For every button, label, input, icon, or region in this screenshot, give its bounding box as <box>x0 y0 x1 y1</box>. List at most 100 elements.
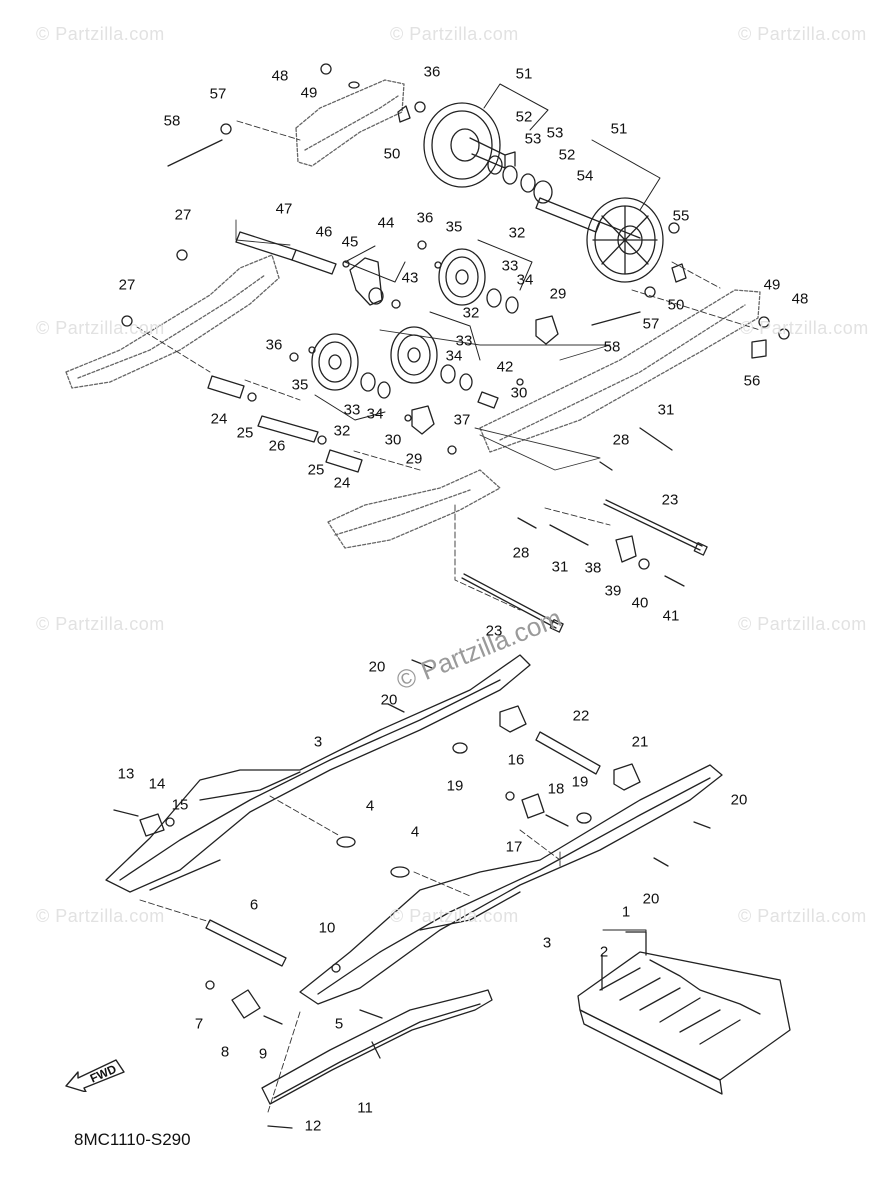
watermark-top-right: © Partzilla.com <box>738 24 867 44</box>
lower-guide-lines <box>139 795 561 1113</box>
callout-22: 22 <box>572 707 590 725</box>
callout-13: 13 <box>117 765 135 783</box>
callout-30b: 30 <box>384 431 402 449</box>
callout-29b: 29 <box>405 450 423 468</box>
callout-11: 11 <box>357 1099 373 1117</box>
callout-24b: 24 <box>333 474 351 492</box>
callout-30a: 30 <box>510 384 528 402</box>
upper-right-rail <box>479 289 761 453</box>
callout-35b: 35 <box>291 376 309 394</box>
callout-3a: 3 <box>313 733 323 751</box>
watermark-top-left: © Partzilla.com <box>36 24 165 44</box>
callout-36c: 36 <box>265 336 283 354</box>
callout-33b: 33 <box>455 332 473 350</box>
watermark-upper-right: © Partzilla.com <box>740 318 869 338</box>
callout-4a: 4 <box>365 797 375 815</box>
callout-58b: 58 <box>603 338 621 356</box>
watermark-top-center: © Partzilla.com <box>390 24 519 44</box>
callout-14: 14 <box>148 775 166 793</box>
callout-32c: 32 <box>333 422 351 440</box>
callout-50b: 50 <box>667 296 685 314</box>
upper-guide-lines <box>136 120 761 611</box>
callout-27a: 27 <box>174 206 192 224</box>
watermark-lower-right: © Partzilla.com <box>738 906 867 926</box>
callout-29a: 29 <box>549 285 567 303</box>
callout-26: 26 <box>268 437 286 455</box>
callout-28a: 28 <box>612 431 630 449</box>
callout-34a: 34 <box>516 271 534 289</box>
drive-shaft <box>535 197 641 239</box>
callout-49b: 49 <box>763 276 781 294</box>
watermark-lower-center: © Partzilla.com <box>390 906 519 926</box>
callout-16: 16 <box>507 751 525 769</box>
slide-rail <box>261 989 493 1105</box>
callout-53b: 53 <box>546 124 564 142</box>
callout-20b: 20 <box>380 691 398 709</box>
callout-9: 9 <box>258 1045 268 1063</box>
callout-41: 41 <box>662 607 680 625</box>
callout-20a: 20 <box>368 658 386 676</box>
callout-46: 46 <box>315 223 333 241</box>
callout-54: 54 <box>576 167 594 185</box>
callout-48a: 48 <box>271 67 289 85</box>
callout-32b: 32 <box>462 304 480 322</box>
watermark-mid-right: © Partzilla.com <box>738 614 867 634</box>
callout-12: 12 <box>304 1117 322 1135</box>
callout-2: 2 <box>599 943 609 961</box>
callout-52a: 52 <box>515 108 533 126</box>
upper-axles <box>207 231 499 473</box>
idler-wheel-lower <box>311 333 391 399</box>
callout-24a: 24 <box>210 410 228 428</box>
callout-45: 45 <box>341 233 359 251</box>
fwd-label: FWD <box>88 1062 119 1086</box>
callout-49a: 49 <box>300 84 318 102</box>
upper-fasteners <box>121 63 790 570</box>
callout-32a: 32 <box>508 224 526 242</box>
callout-34c: 34 <box>366 405 384 423</box>
callout-25b: 25 <box>307 461 325 479</box>
callout-18: 18 <box>547 780 565 798</box>
callout-5: 5 <box>334 1015 344 1033</box>
callout-52b: 52 <box>558 146 576 164</box>
callout-36b: 36 <box>416 209 434 227</box>
callout-31a: 31 <box>657 401 675 419</box>
callout-53a: 53 <box>524 130 542 148</box>
callout-43: 43 <box>401 269 419 287</box>
watermark-upper-left: © Partzilla.com <box>36 318 165 338</box>
bearing-rings <box>487 155 553 204</box>
watermark-mid-left: © Partzilla.com <box>36 614 165 634</box>
callout-33a: 33 <box>501 257 519 275</box>
drive-wheel-left <box>423 102 516 188</box>
callout-21: 21 <box>631 733 649 751</box>
callout-47: 47 <box>275 200 293 218</box>
callout-55: 55 <box>672 207 690 225</box>
callout-57b: 57 <box>642 315 660 333</box>
callout-37: 37 <box>453 411 471 429</box>
lower-left-rail <box>105 654 531 893</box>
callout-20d: 20 <box>642 890 660 908</box>
callout-27b: 27 <box>118 276 136 294</box>
callout-36a: 36 <box>423 63 441 81</box>
callout-10: 10 <box>318 919 336 937</box>
callout-57a: 57 <box>209 85 227 103</box>
idler-wheel-upper <box>438 248 519 314</box>
callout-31b: 31 <box>551 558 569 576</box>
callout-51b: 51 <box>610 120 628 138</box>
callout-19a: 19 <box>446 777 464 795</box>
callout-51a: 51 <box>515 65 533 83</box>
lower-right-rail <box>299 764 723 1005</box>
callout-58a: 58 <box>163 112 181 130</box>
callout-7: 7 <box>194 1015 204 1033</box>
callout-34b: 34 <box>445 347 463 365</box>
callout-15: 15 <box>171 796 189 814</box>
lower-cross-shafts <box>205 731 601 967</box>
callout-40: 40 <box>631 594 649 612</box>
callout-brackets <box>314 83 661 421</box>
drive-wheel-right <box>586 197 664 283</box>
callout-42: 42 <box>496 358 514 376</box>
callout-23a: 23 <box>661 491 679 509</box>
callout-4b: 4 <box>410 823 420 841</box>
callout-44: 44 <box>377 214 395 232</box>
callout-20c: 20 <box>730 791 748 809</box>
